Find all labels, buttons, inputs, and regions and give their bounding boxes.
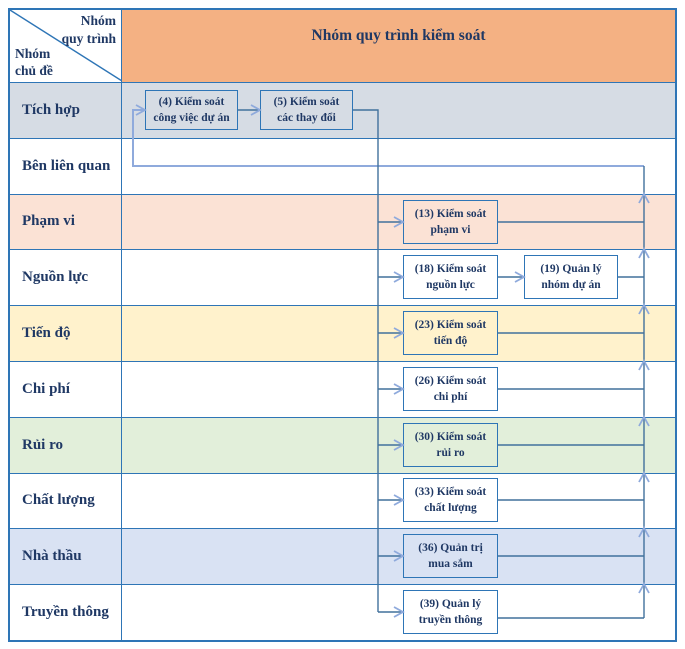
process-box-5: (5) Kiểm soát các thay đổi bbox=[260, 90, 353, 130]
header-cell-control-process-group: Nhóm quy trình kiểm soát bbox=[122, 10, 675, 82]
row-chi-phi: Chi phí bbox=[10, 361, 675, 417]
process-box-13: (13) Kiểm soát phạm vi bbox=[403, 200, 498, 244]
process-box-23: (23) Kiểm soát tiến độ bbox=[403, 311, 498, 355]
corner-cell: Nhóm quy trình Nhóm chủ đề bbox=[10, 10, 122, 82]
row-truyen-thong: Truyền thông bbox=[10, 584, 675, 640]
header-row: Nhóm quy trình Nhóm chủ đề Nhóm quy trìn… bbox=[10, 10, 675, 82]
process-box-30: (30) Kiểm soát rủi ro bbox=[403, 423, 498, 467]
process-box-19: (19) Quản lý nhóm dự án bbox=[524, 255, 618, 299]
process-box-36: (36) Quản trị mua sắm bbox=[403, 534, 498, 578]
row-label: Tiến độ bbox=[10, 306, 122, 361]
corner-label-process-group: Nhóm quy trình bbox=[61, 13, 116, 46]
row-label: Chi phí bbox=[10, 362, 122, 417]
row-nha-thau: Nhà thầu bbox=[10, 528, 675, 585]
row-label: Bên liên quan bbox=[10, 138, 122, 194]
row-ben-lien-quan: Bên liên quan bbox=[10, 137, 675, 194]
process-box-4: (4) Kiểm soát công việc dự án bbox=[145, 90, 238, 130]
row-label: Truyền thông bbox=[10, 585, 122, 640]
row-chat-luong: Chất lượng bbox=[10, 472, 675, 529]
row-nguon-luc: Nguồn lực bbox=[10, 249, 675, 306]
diagonal-divider bbox=[10, 10, 122, 81]
row-label: Chất lượng bbox=[10, 473, 122, 529]
corner-label-topic-group: Nhóm chủ đề bbox=[15, 45, 53, 79]
row-label: Nguồn lực bbox=[10, 250, 122, 306]
row-label: Phạm vi bbox=[10, 194, 122, 250]
row-label: Tích hợp bbox=[10, 83, 122, 138]
process-box-18: (18) Kiểm soát nguồn lực bbox=[403, 255, 498, 299]
row-pham-vi: Phạm vi bbox=[10, 193, 675, 250]
process-box-33: (33) Kiểm soát chất lượng bbox=[403, 478, 498, 522]
row-label: Nhà thầu bbox=[10, 529, 122, 585]
row-rui-ro: Rủi ro bbox=[10, 416, 675, 473]
process-box-26: (26) Kiểm soát chi phí bbox=[403, 367, 498, 411]
row-label: Rủi ro bbox=[10, 417, 122, 473]
process-box-39: (39) Quản lý truyền thông bbox=[403, 590, 498, 634]
row-tien-do: Tiến độ bbox=[10, 305, 675, 361]
